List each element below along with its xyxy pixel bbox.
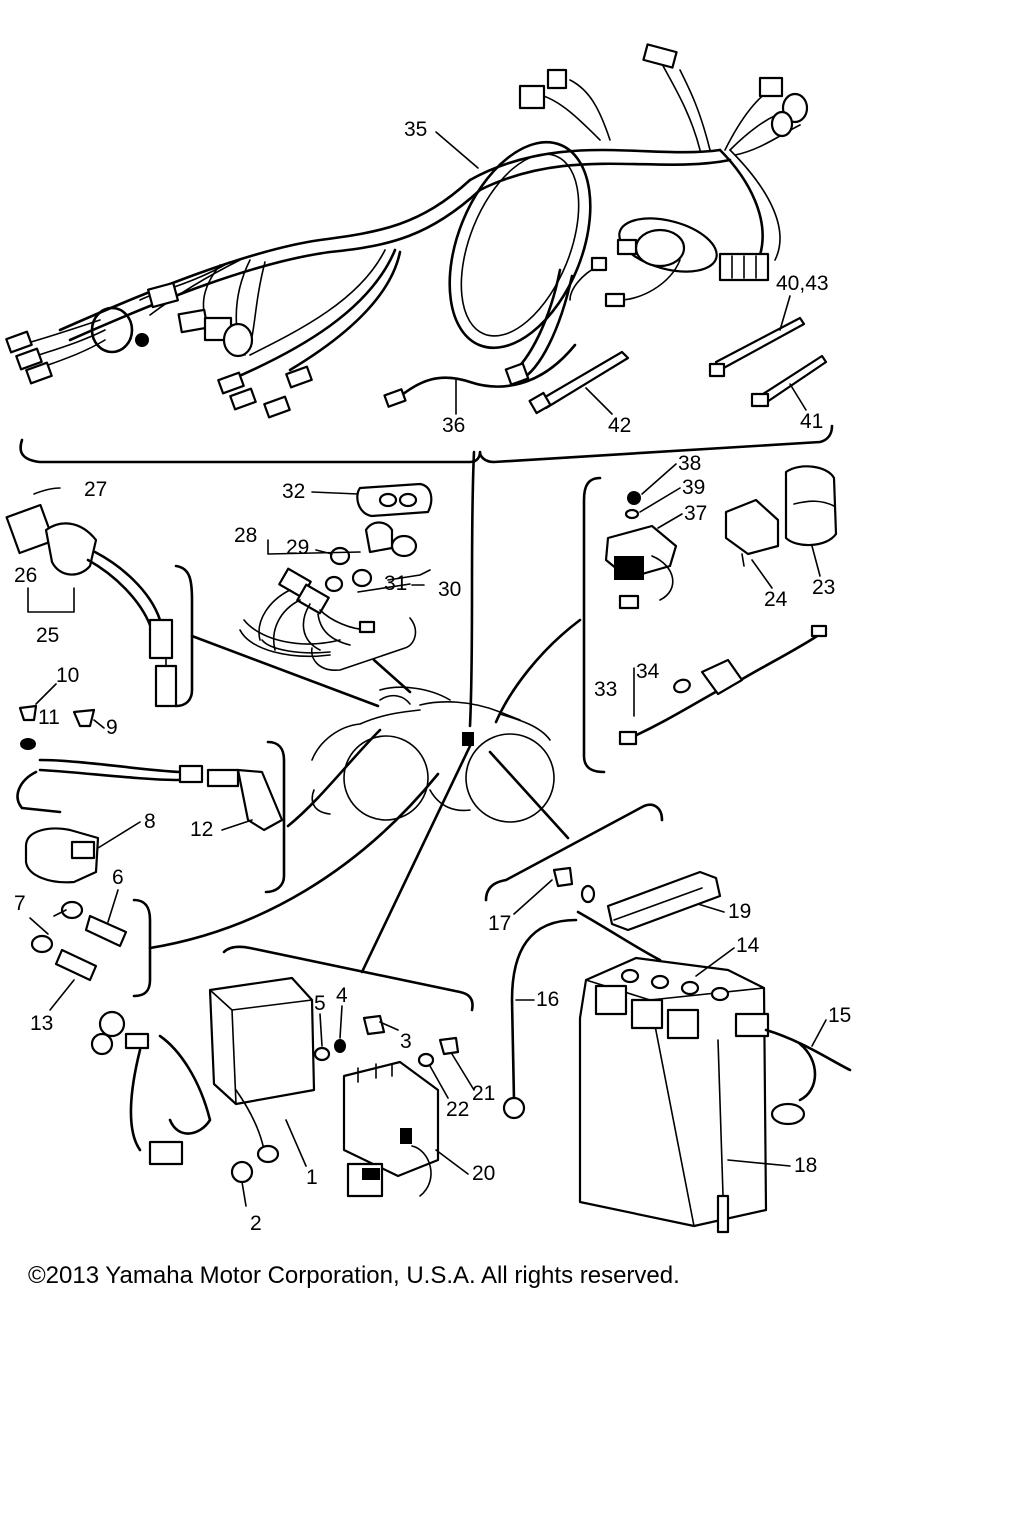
label-10: 10 <box>56 664 79 687</box>
label-1: 1 <box>306 1166 318 1189</box>
neutral-switch-set <box>29 900 128 982</box>
label-12: 12 <box>190 818 213 841</box>
brace-12 <box>264 740 286 894</box>
lead-wire-36 <box>383 343 577 408</box>
label-30: 30 <box>438 578 461 601</box>
label-5: 5 <box>314 992 326 1015</box>
switch-33 <box>618 624 828 746</box>
label-34: 34 <box>636 660 660 683</box>
label-16: 16 <box>536 988 559 1011</box>
label-27: 27 <box>84 478 107 501</box>
fasteners-3-4-5-21-22 <box>313 1014 460 1068</box>
label-23: 23 <box>812 576 835 599</box>
rectifier-20 <box>342 1060 440 1198</box>
label-33: 33 <box>594 678 617 701</box>
cable-tie-42 <box>528 350 630 415</box>
label-2: 2 <box>250 1212 262 1235</box>
label-26: 26 <box>14 564 37 587</box>
label-18: 18 <box>794 1154 817 1177</box>
brace-25 <box>174 564 194 708</box>
brace-battery <box>484 803 664 902</box>
label-22: 22 <box>446 1098 469 1121</box>
wire-harness <box>5 43 809 419</box>
label-36: 36 <box>442 414 465 437</box>
leader-lines <box>148 450 582 974</box>
label-38: 38 <box>678 452 701 475</box>
ignition-coil-set <box>16 704 284 884</box>
label-25: 25 <box>36 624 59 647</box>
label-6: 6 <box>112 866 124 889</box>
label-37: 37 <box>684 502 707 525</box>
label-7: 7 <box>14 892 26 915</box>
label-31: 31 <box>384 572 407 595</box>
clamp-41 <box>750 354 828 408</box>
label-8: 8 <box>144 810 156 833</box>
label-9: 9 <box>106 716 118 739</box>
brace-cdi <box>222 945 474 1012</box>
label-35: 35 <box>404 118 427 141</box>
label-14: 14 <box>736 934 760 957</box>
label-42: 42 <box>608 414 631 437</box>
label-21: 21 <box>472 1082 495 1105</box>
label-19: 19 <box>728 900 751 923</box>
band-40-43 <box>708 316 806 378</box>
label-4: 4 <box>336 984 348 1007</box>
label-32: 32 <box>282 480 305 503</box>
label-17: 17 <box>488 912 511 935</box>
label-20: 20 <box>472 1162 495 1185</box>
label-13: 13 <box>30 1012 53 1035</box>
starter-relay-set <box>604 465 838 610</box>
brace-6 <box>132 898 152 998</box>
cdi-unit-1 <box>90 976 316 1207</box>
label-24: 24 <box>764 588 788 611</box>
label-29: 29 <box>286 536 309 559</box>
harness-brace <box>19 424 834 464</box>
label-15: 15 <box>828 1004 851 1027</box>
label-40-43: 40,43 <box>776 272 829 295</box>
label-3: 3 <box>400 1030 412 1053</box>
brace-right <box>582 476 606 774</box>
part-number-labels: 35 40,43 36 42 41 27 32 28 29 31 30 26 2… <box>14 118 851 1235</box>
switch-set <box>239 482 433 671</box>
motorcycle-silhouette <box>311 686 555 823</box>
label-28: 28 <box>234 524 257 547</box>
bracket-25 <box>27 587 75 613</box>
label-39: 39 <box>682 476 705 499</box>
label-41: 41 <box>800 410 823 433</box>
main-switch-assembly <box>5 487 178 708</box>
label-11: 11 <box>38 706 60 729</box>
copyright-notice: ©2013 Yamaha Motor Corporation, U.S.A. A… <box>28 1262 680 1289</box>
battery-set <box>502 866 852 1234</box>
